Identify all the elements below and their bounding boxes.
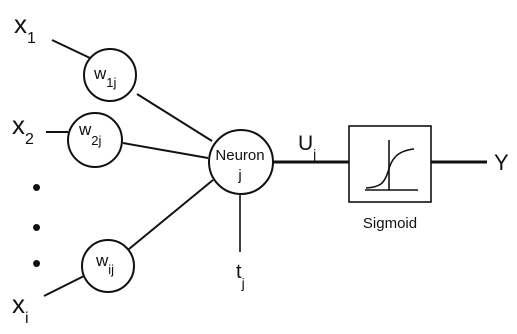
ellipsis-dot: • bbox=[32, 212, 41, 242]
threshold-label: tj bbox=[236, 261, 245, 291]
weight-node-w2j: w2j bbox=[67, 112, 123, 168]
sigmoid-block: Sigmoid bbox=[348, 125, 432, 232]
neuron-label: Neuron bbox=[215, 147, 264, 164]
weight-circle bbox=[81, 239, 135, 293]
weight-label: w1j bbox=[93, 64, 117, 90]
neuron-circle bbox=[208, 129, 274, 195]
sigmoid-label: Sigmoid bbox=[363, 215, 417, 232]
edge-w2j-neuron bbox=[122, 142, 209, 159]
ellipsis-dot: • bbox=[32, 248, 41, 278]
neuron-node: Neuron j bbox=[208, 129, 274, 195]
edge-x1-w1j bbox=[51, 39, 91, 59]
edge-wij-neuron bbox=[128, 179, 214, 250]
weight-node-w1j: w1j bbox=[83, 48, 137, 102]
weight-circle bbox=[83, 48, 137, 102]
neuron-index: j bbox=[237, 167, 241, 184]
activation-input-label: Uj bbox=[298, 132, 316, 162]
input-label-xi: xi bbox=[12, 289, 29, 327]
weight-node-wij: wij bbox=[81, 239, 135, 293]
input-label-x1: x1 bbox=[14, 9, 36, 47]
connection-lines bbox=[43, 39, 487, 297]
input-label-x2: x2 bbox=[12, 110, 34, 148]
ellipsis-dot: • bbox=[32, 172, 41, 202]
output-label: Y bbox=[494, 150, 509, 175]
weight-label: wij bbox=[95, 251, 114, 277]
edge-xi-wij bbox=[43, 275, 85, 297]
weight-label: w2j bbox=[78, 120, 102, 148]
weight-circle bbox=[67, 112, 123, 168]
sigmoid-curve bbox=[365, 148, 415, 189]
edge-w1j-neuron bbox=[136, 93, 213, 142]
